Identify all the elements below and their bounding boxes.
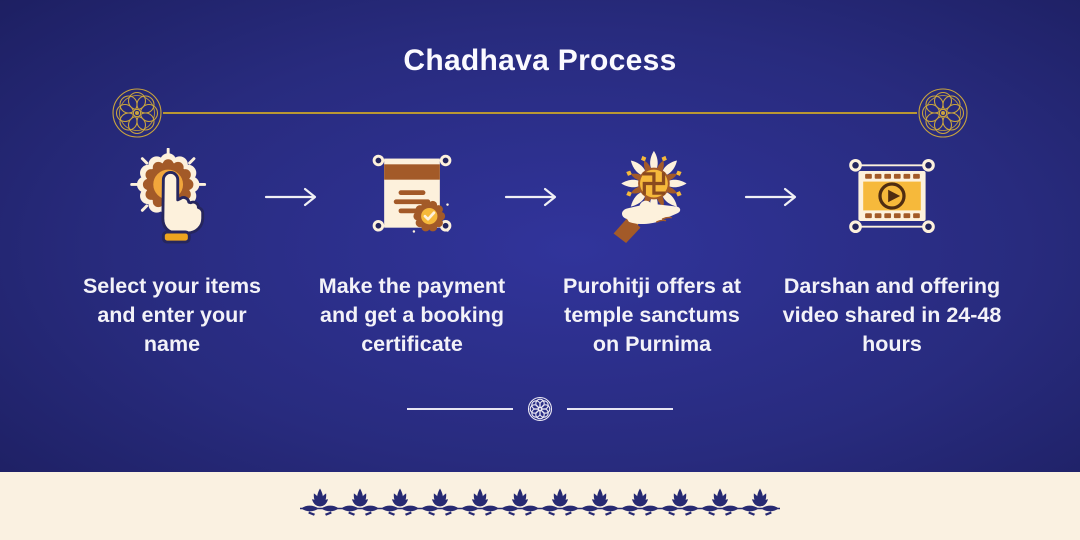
step-label: Select your items and enter your name [82,274,262,356]
footer-band [0,472,1080,540]
step-darshan-video: Darshan and offering video shared in 24-… [772,148,1012,359]
lotus-border-icon [300,488,780,516]
arrow-right-icon [504,187,557,207]
tap-select-icon [130,148,207,244]
gold-rosette-icon-right [918,88,968,138]
page-title: Chadhava Process [403,44,677,77]
process-steps: Select your items and enter your name [52,148,1012,359]
offering-hand-icon [613,150,687,244]
divider-line [407,408,513,410]
darshan-video-icon [849,158,935,234]
gold-divider-line [163,112,917,114]
step-purohit-offering: Purohitji offers at temple sanctums on P… [532,148,772,359]
gold-rosette-icon-left [112,88,162,138]
white-rosette-icon [527,396,553,422]
booking-certificate-icon [372,154,452,233]
step-label: Purohitji offers at temple sanctums on P… [563,274,741,356]
bottom-divider [0,396,1080,422]
divider-line [567,408,673,410]
step-payment-certificate: Make the payment and get a booking certi… [292,148,532,359]
step-select-items: Select your items and enter your name [52,148,292,359]
step-label: Make the payment and get a booking certi… [318,274,506,356]
step-label: Darshan and offering video shared in 24-… [782,274,1002,356]
arrow-right-icon [744,187,797,207]
arrow-right-icon [264,187,317,207]
